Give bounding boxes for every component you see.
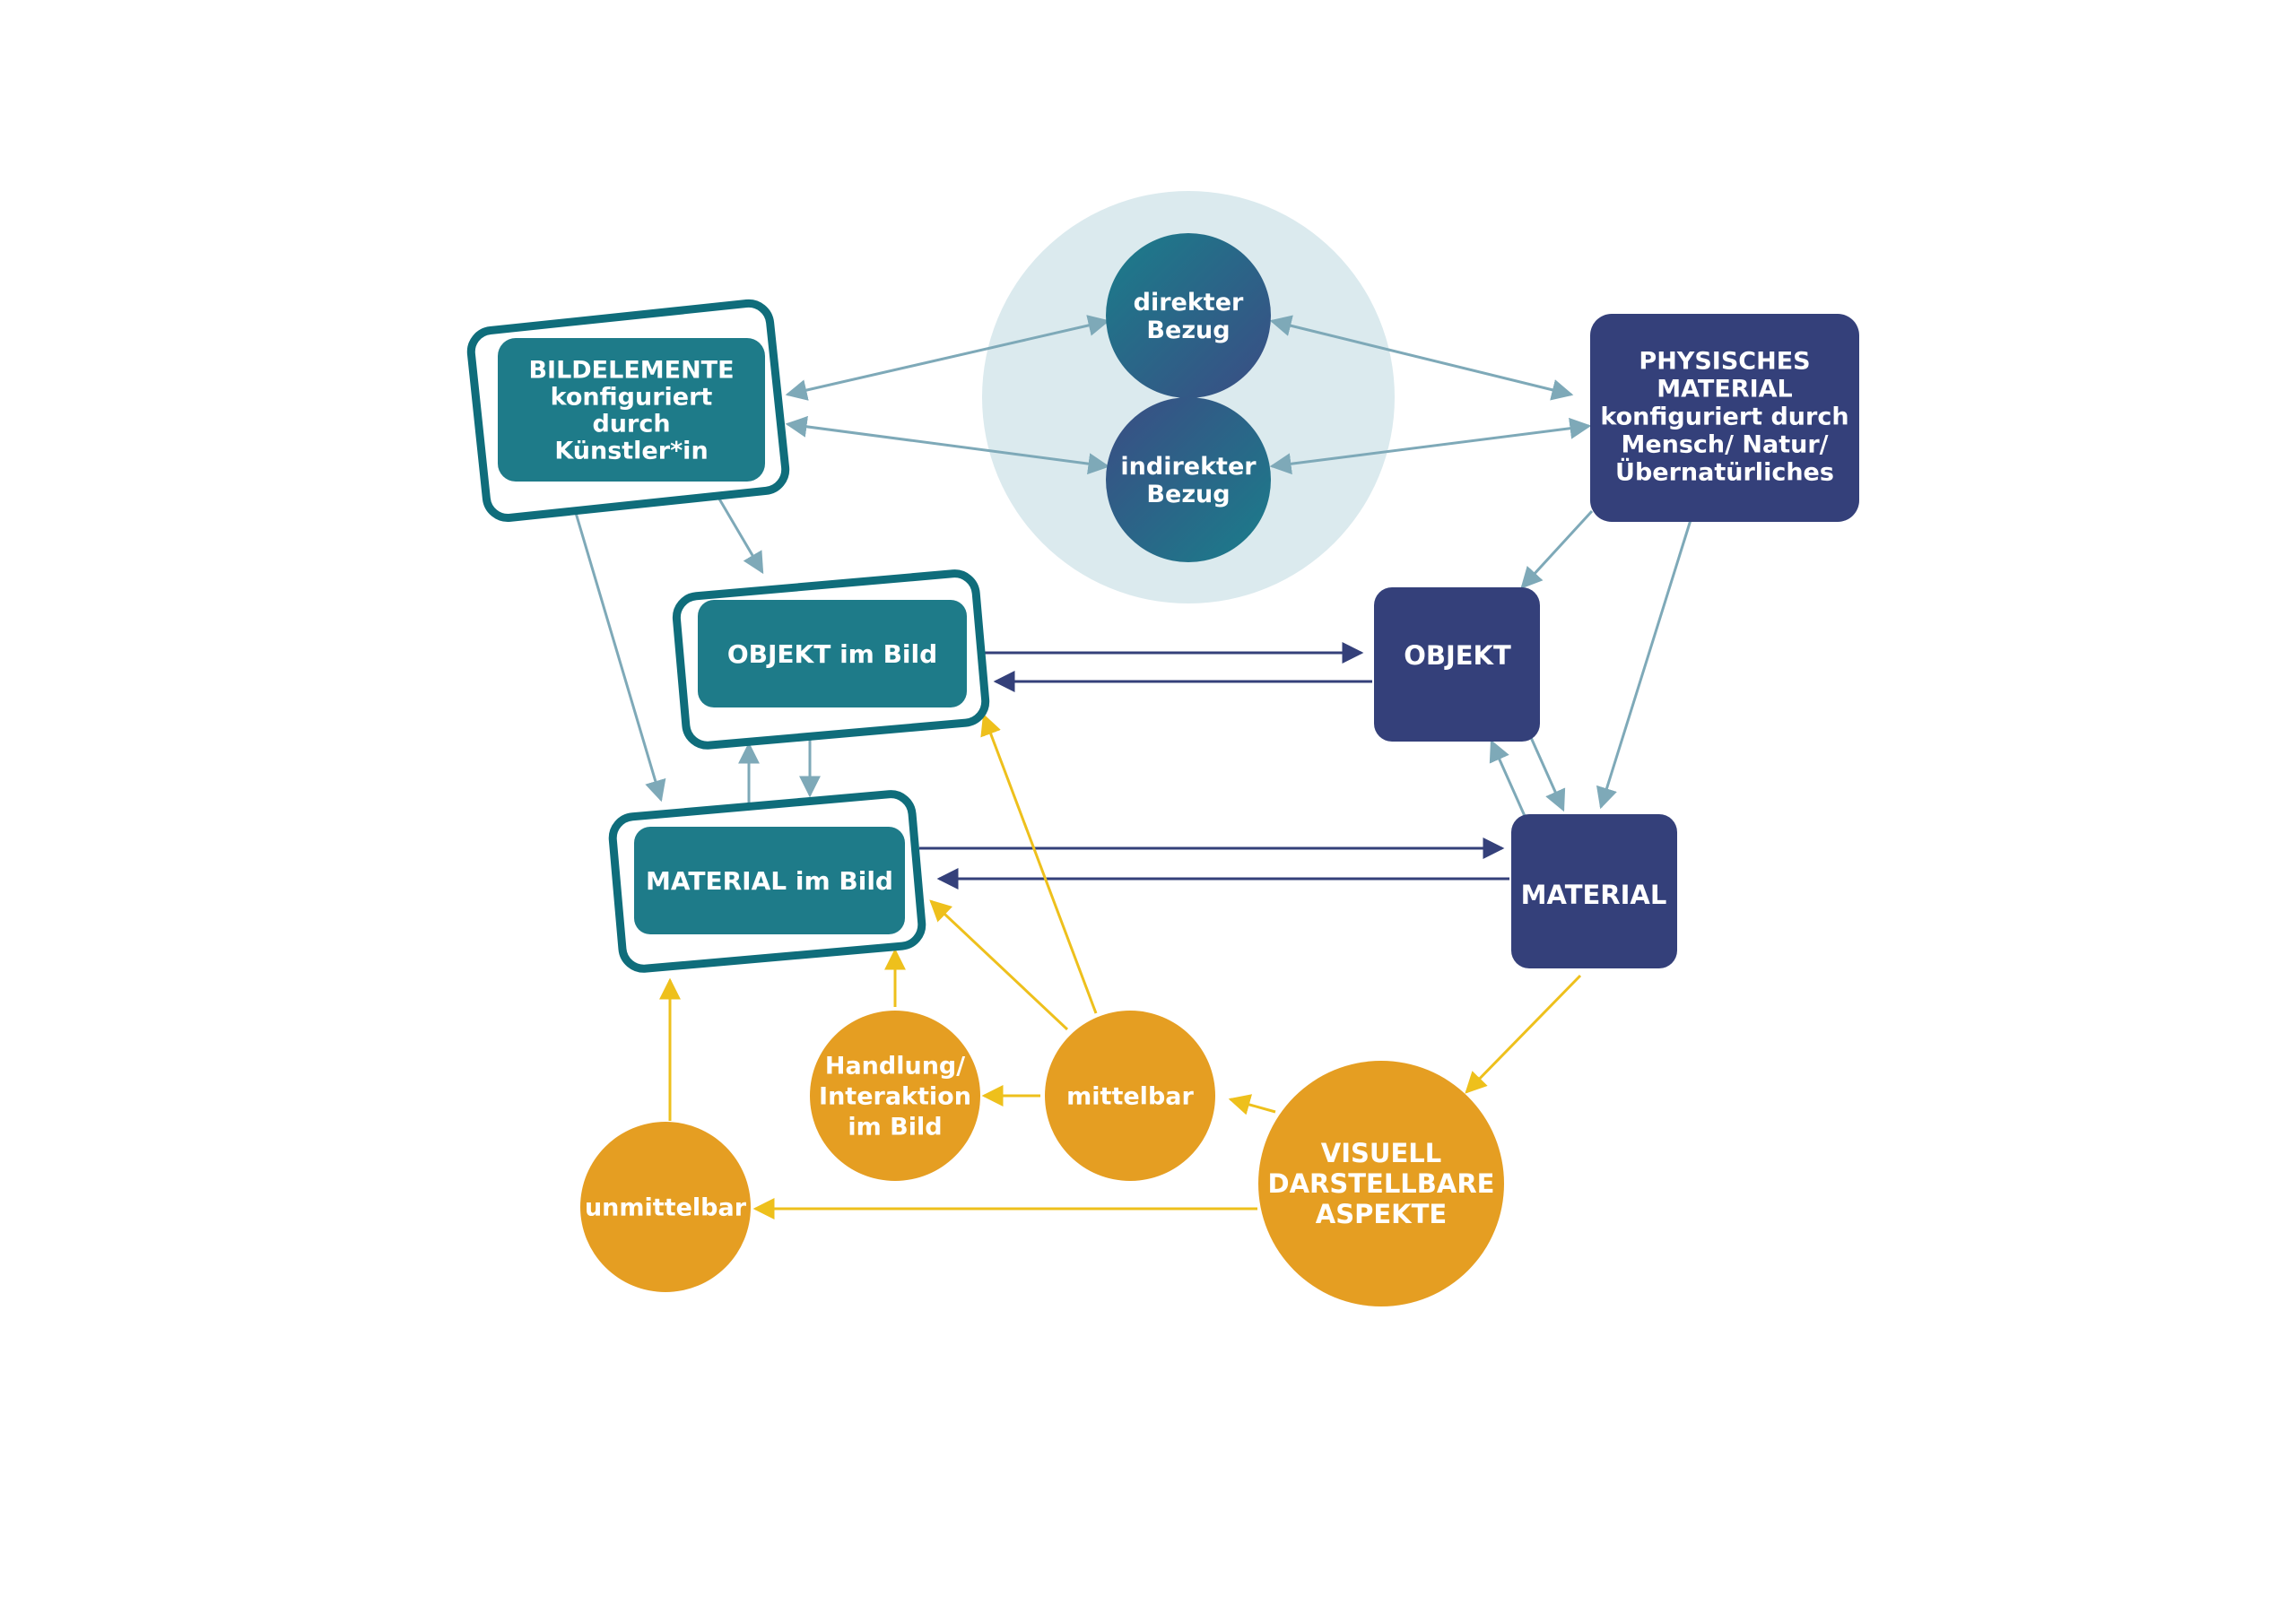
node-objekt[interactable]: OBJEKT [1374, 587, 1540, 742]
arrow-visuell-mittelbar [1228, 1094, 1276, 1115]
direkt-label-line: direkter [1134, 289, 1244, 317]
physisches-material-box [1590, 314, 1859, 522]
arrow-direkt-physisch [1269, 315, 1574, 401]
node-material-im-bild[interactable]: MATERIAL im Bild [608, 790, 926, 973]
bildelemente-label-line: BILDELEMENTE [528, 356, 734, 384]
physisch-label-line: PHYSISCHES [1639, 347, 1810, 375]
objekt-label: OBJEKT [1404, 640, 1511, 671]
handlung-label-line: im Bild [848, 1113, 942, 1141]
arrow-bildelemente-material-bild [574, 512, 666, 803]
arrow-physisch-objekt [1520, 509, 1594, 589]
arrow-direkt-bildelemente [785, 315, 1110, 401]
material-im-bild-box [634, 827, 905, 934]
arrow-indirekt-bildelemente [785, 415, 1110, 475]
handlung-label: Handlung/Interaktion im Bild [819, 1052, 971, 1141]
arrow-material-visuell [1465, 974, 1582, 1094]
indirekt-label-line: indirekter [1120, 453, 1257, 481]
physisch-label-line: Mensch/ Natur/ [1621, 430, 1828, 458]
visuell-label-line: VISUELL [1321, 1138, 1441, 1168]
direkter-bezug-circle [1106, 233, 1271, 398]
material-label: MATERIAL [1521, 880, 1667, 910]
node-objekt-im-bild[interactable]: OBJEKT im Bild [672, 569, 990, 750]
arrow-mittelbar-material-bild [929, 899, 1069, 1031]
arrows-blue [574, 315, 1692, 817]
objekt-box [1374, 587, 1540, 742]
objekt-label-line: OBJEKT [1404, 640, 1511, 671]
mittelbar-circle [1045, 1011, 1215, 1181]
node-mittelbar[interactable]: mittelbar [1045, 1011, 1215, 1181]
material-label-line: MATERIAL [1521, 880, 1667, 910]
bildelemente-label-line: durch [592, 410, 670, 438]
visuell-circle [1258, 1061, 1504, 1306]
unmittelbar-label: unmittelbar [585, 1193, 747, 1221]
bildelemente-box [498, 338, 765, 482]
material-box [1511, 814, 1677, 968]
arrow-objekt-material [1527, 733, 1566, 812]
node-unmittelbar[interactable]: unmittelbar [580, 1122, 751, 1292]
unmittelbar-label-line: unmittelbar [585, 1193, 747, 1221]
handlung-label-line: Handlung/ [825, 1052, 965, 1080]
objekt_bild-label-line: OBJEKT im Bild [727, 639, 937, 669]
arrow-mittelbar-objekt-bild [980, 713, 1098, 1014]
indirekter-bezug-circle [1106, 397, 1271, 562]
indirekt-label-line: Bezug [1146, 481, 1230, 508]
material_bild-label-line: MATERIAL im Bild [646, 866, 893, 896]
physisch-label-line: konfiguriert durch [1600, 403, 1848, 430]
handlung-circle [810, 1011, 980, 1181]
handlung-label-line: Interaktion [819, 1082, 971, 1110]
physisch-label-line: Übernatürliches [1615, 456, 1834, 486]
mittelbar-label-line: mittelbar [1066, 1082, 1194, 1110]
mittelbar-label: mittelbar [1066, 1082, 1194, 1110]
arrows-navy [919, 642, 1509, 890]
visuell-label-line: DARSTELLBARE [1268, 1168, 1495, 1199]
arrow-material-objekt [1489, 739, 1526, 817]
arrow-physisch-material [1596, 519, 1692, 810]
visuell-label-line: ASPEKTE [1316, 1199, 1447, 1229]
arrow-indirekt-physisch [1269, 417, 1592, 475]
node-material[interactable]: MATERIAL [1511, 814, 1677, 968]
unmittelbar-circle [580, 1122, 751, 1292]
physisch-label-line: MATERIAL [1657, 375, 1792, 403]
material-im-bild-label: MATERIAL im Bild [646, 866, 893, 896]
direkt-label-line: Bezug [1146, 317, 1230, 344]
bildelemente-label-line: konfiguriert [551, 383, 713, 411]
objekt-im-bild-label: OBJEKT im Bild [727, 639, 937, 669]
objekt-im-bild-box [698, 600, 967, 707]
bildelemente-label-line: Künstler*in [554, 437, 708, 464]
arrow-bildelemente-objekt-bild [716, 495, 764, 575]
arrows-yellow [659, 713, 1582, 1219]
node-handlung[interactable]: Handlung/Interaktion im Bild [810, 1011, 980, 1181]
